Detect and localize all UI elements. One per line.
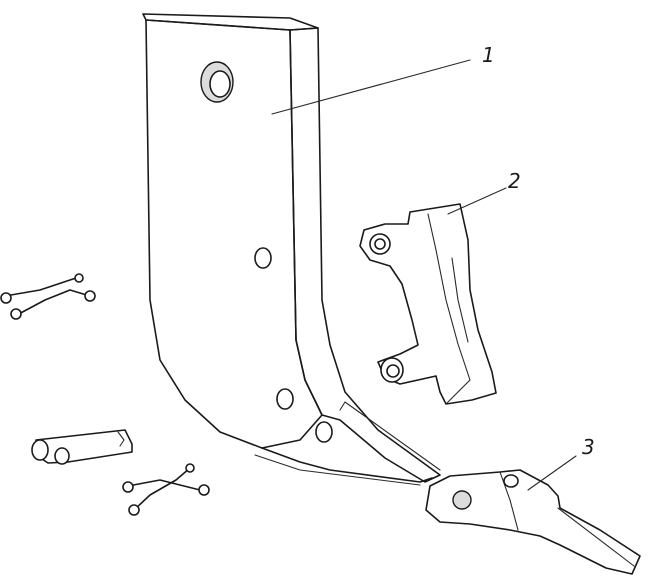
callout-2: 2 [447,169,521,215]
retainer-cross-lower [122,463,210,516]
shank-part-1 [142,13,441,486]
guard-part-2 [359,203,497,405]
mount-hole-lower-2 [315,421,333,443]
retainer-cross-upper [0,273,96,320]
tooth-part-3 [425,469,641,575]
tooth-pin-hole [452,490,472,510]
callout-label-2: 2 [508,169,521,193]
callout-label-3: 3 [582,435,595,459]
callout-3: 3 [527,435,595,491]
callout-1: 1 [271,43,495,115]
mount-hole-lower-1 [276,388,294,410]
mount-hole-mid [254,247,272,269]
retaining-pin [31,429,133,465]
callout-label-1: 1 [482,43,495,67]
